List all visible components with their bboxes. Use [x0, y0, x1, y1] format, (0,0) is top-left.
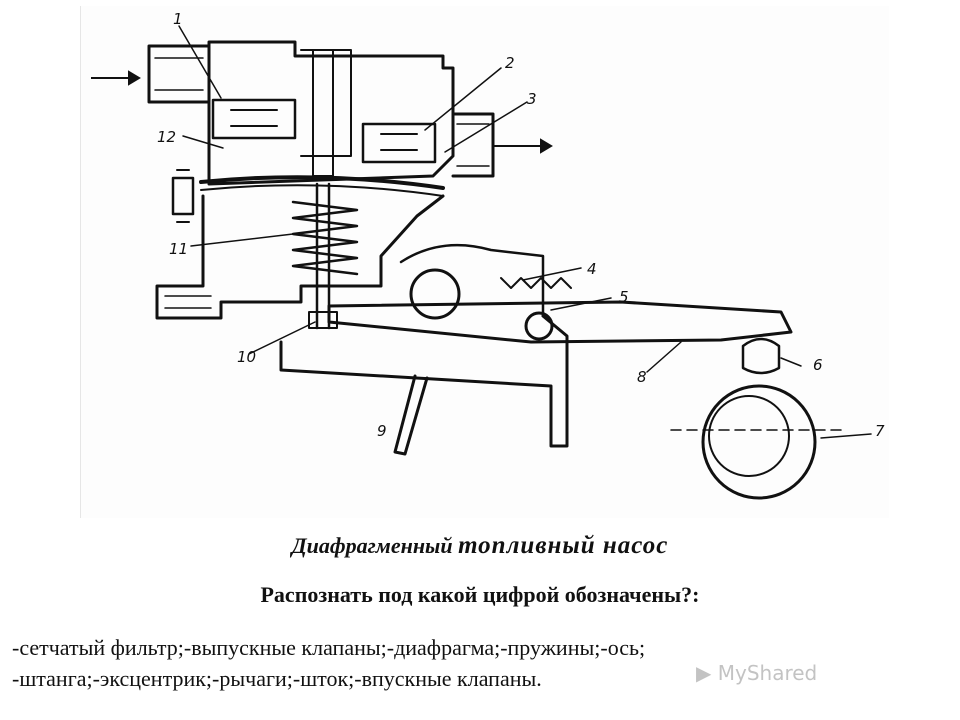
pivot-axle: [409, 268, 461, 320]
lever-arm: [327, 300, 793, 344]
watermark-text: MyShared: [717, 661, 818, 685]
terms-list: -сетчатый фильтр;-выпускные клапаны;-диа…: [12, 632, 952, 694]
watermark: ▶ MyShared: [696, 661, 817, 685]
callout-5: 5: [619, 288, 629, 306]
inlet-valve: [211, 98, 297, 140]
callout-2: 2: [505, 54, 515, 72]
callout-11: 11: [169, 240, 188, 258]
lever-housing: [279, 314, 569, 448]
slide-title: Диафрагменный топливный насос: [0, 532, 960, 560]
outlet-valve: [361, 122, 437, 164]
callout-1: 1: [173, 10, 183, 28]
terms-line-1: -сетчатый фильтр;-выпускные клапаны;-диа…: [12, 635, 646, 660]
title-part-1: Диафрагменный: [291, 533, 453, 558]
callout-6: 6: [813, 356, 823, 374]
terms-line-2: -штанга;-эксцентрик;-рычаги;-шток;-впуск…: [12, 666, 542, 691]
lower-body: [155, 194, 445, 320]
fuel-pump-drawing: 1 2 3 4 5 6 7 8 9 10 11 12: [91, 10, 885, 500]
pusher: [741, 337, 781, 375]
callout-12: 12: [157, 128, 176, 146]
upper-body: [207, 40, 455, 186]
watermark-logo-icon: ▶: [696, 661, 712, 685]
callout-8: 8: [637, 368, 647, 386]
callout-9: 9: [377, 422, 387, 440]
spring: [291, 200, 359, 276]
inlet-pipe: [147, 44, 211, 104]
diaphragm: [199, 175, 445, 190]
callout-4: 4: [587, 260, 597, 278]
stem: [315, 182, 331, 330]
question-text: Распознать под какой цифрой обозначены?:: [260, 582, 700, 607]
hand-lever: [393, 374, 429, 456]
callout-10: 10: [237, 348, 256, 366]
eccentric: [701, 384, 817, 500]
title-part-2: топливный насос: [458, 532, 669, 559]
callout-7: 7: [875, 422, 885, 440]
fuel-pump-diagram: 1 2 3 4 5 6 7 8 9 10 11 12: [80, 6, 889, 518]
callout-3: 3: [527, 90, 537, 108]
